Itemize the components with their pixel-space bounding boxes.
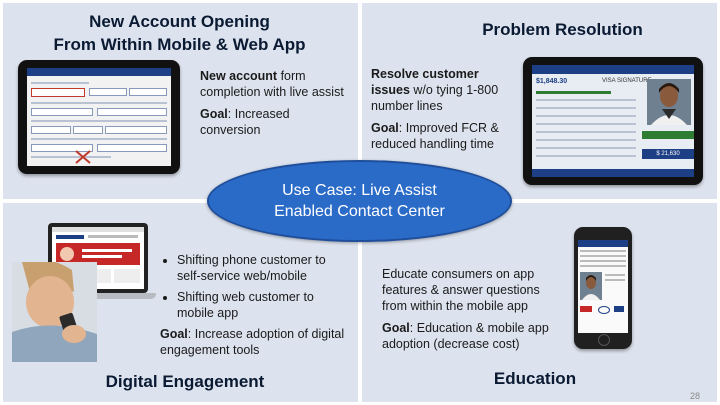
- amount-badge: $ 21,630: [642, 149, 694, 159]
- title-line: New Account Opening: [89, 12, 270, 31]
- use-case-line: Use Case: Live Assist: [282, 182, 437, 199]
- goal-text: : Education & mobile app adoption (decre…: [382, 321, 549, 351]
- agent-video: [580, 272, 602, 300]
- description-text: Educate consumers on app features & answ…: [382, 267, 540, 313]
- problem-resolution-description: Resolve customer issues w/o tying 1-800 …: [371, 66, 506, 158]
- bullet-item: Shifting web customer to mobile app: [177, 289, 350, 321]
- problem-resolution-title: Problem Resolution: [440, 18, 685, 41]
- description-text: w/o tying 1-800 number lines: [371, 83, 499, 113]
- education-title: Education: [470, 367, 600, 390]
- title-line: Digital Engagement: [105, 372, 265, 391]
- new-account-description: New account form completion with live as…: [200, 68, 350, 144]
- goal-label: Goal: [160, 327, 188, 341]
- goal-text: : Increase adoption of digital engagemen…: [160, 327, 345, 357]
- goal-label: Goal: [382, 321, 410, 335]
- agent-video: [647, 79, 691, 125]
- tablet-account-form-image: [18, 60, 180, 174]
- title-line: Problem Resolution: [482, 20, 643, 39]
- digital-engagement-title: Digital Engagement: [95, 370, 275, 393]
- highlight-text: New account: [200, 69, 278, 83]
- person-with-phone-image: [12, 262, 97, 362]
- goal-label: Goal: [200, 107, 228, 121]
- home-button-icon: [598, 334, 610, 346]
- goal-text: : Improved FCR & reduced handling time: [371, 121, 499, 151]
- title-line: Education: [493, 369, 577, 388]
- tablet-account-summary-image: $1,848.30 VISA SIGNATURE $ 21,630: [523, 57, 703, 185]
- goal-text: : Increased conversion: [200, 107, 290, 137]
- tablet-screen: $1,848.30 VISA SIGNATURE $ 21,630: [532, 65, 694, 177]
- bullet-item: Shifting phone customer to self-service …: [177, 252, 350, 284]
- highlight-text: Resolve customer issues: [371, 67, 479, 97]
- use-case-line: Enabled Contact Center: [274, 203, 445, 220]
- use-case-ellipse: Use Case: Live Assist Enabled Contact Ce…: [207, 160, 512, 242]
- balance-text: $1,848.30: [536, 78, 568, 85]
- digital-engagement-description: Shifting phone customer to self-service …: [160, 252, 350, 364]
- digital-engagement-bullets: Shifting phone customer to self-service …: [160, 252, 350, 321]
- new-account-title: New Account Opening From Within Mobile &…: [12, 10, 347, 56]
- phone-screen: [578, 240, 628, 333]
- slide-number: 28: [689, 391, 700, 401]
- laptop-image: [48, 223, 148, 293]
- card-name-text: VISA SIGNATURE: [602, 78, 652, 84]
- smartphone-app-image: [574, 227, 632, 349]
- goal-label: Goal: [371, 121, 399, 135]
- description-text: form completion with live assist: [200, 69, 344, 99]
- title-line: From Within Mobile & Web App: [53, 35, 306, 54]
- education-description: Educate consumers on app features & answ…: [382, 266, 552, 358]
- laptop-base: [40, 293, 156, 299]
- tablet-screen: [27, 68, 171, 166]
